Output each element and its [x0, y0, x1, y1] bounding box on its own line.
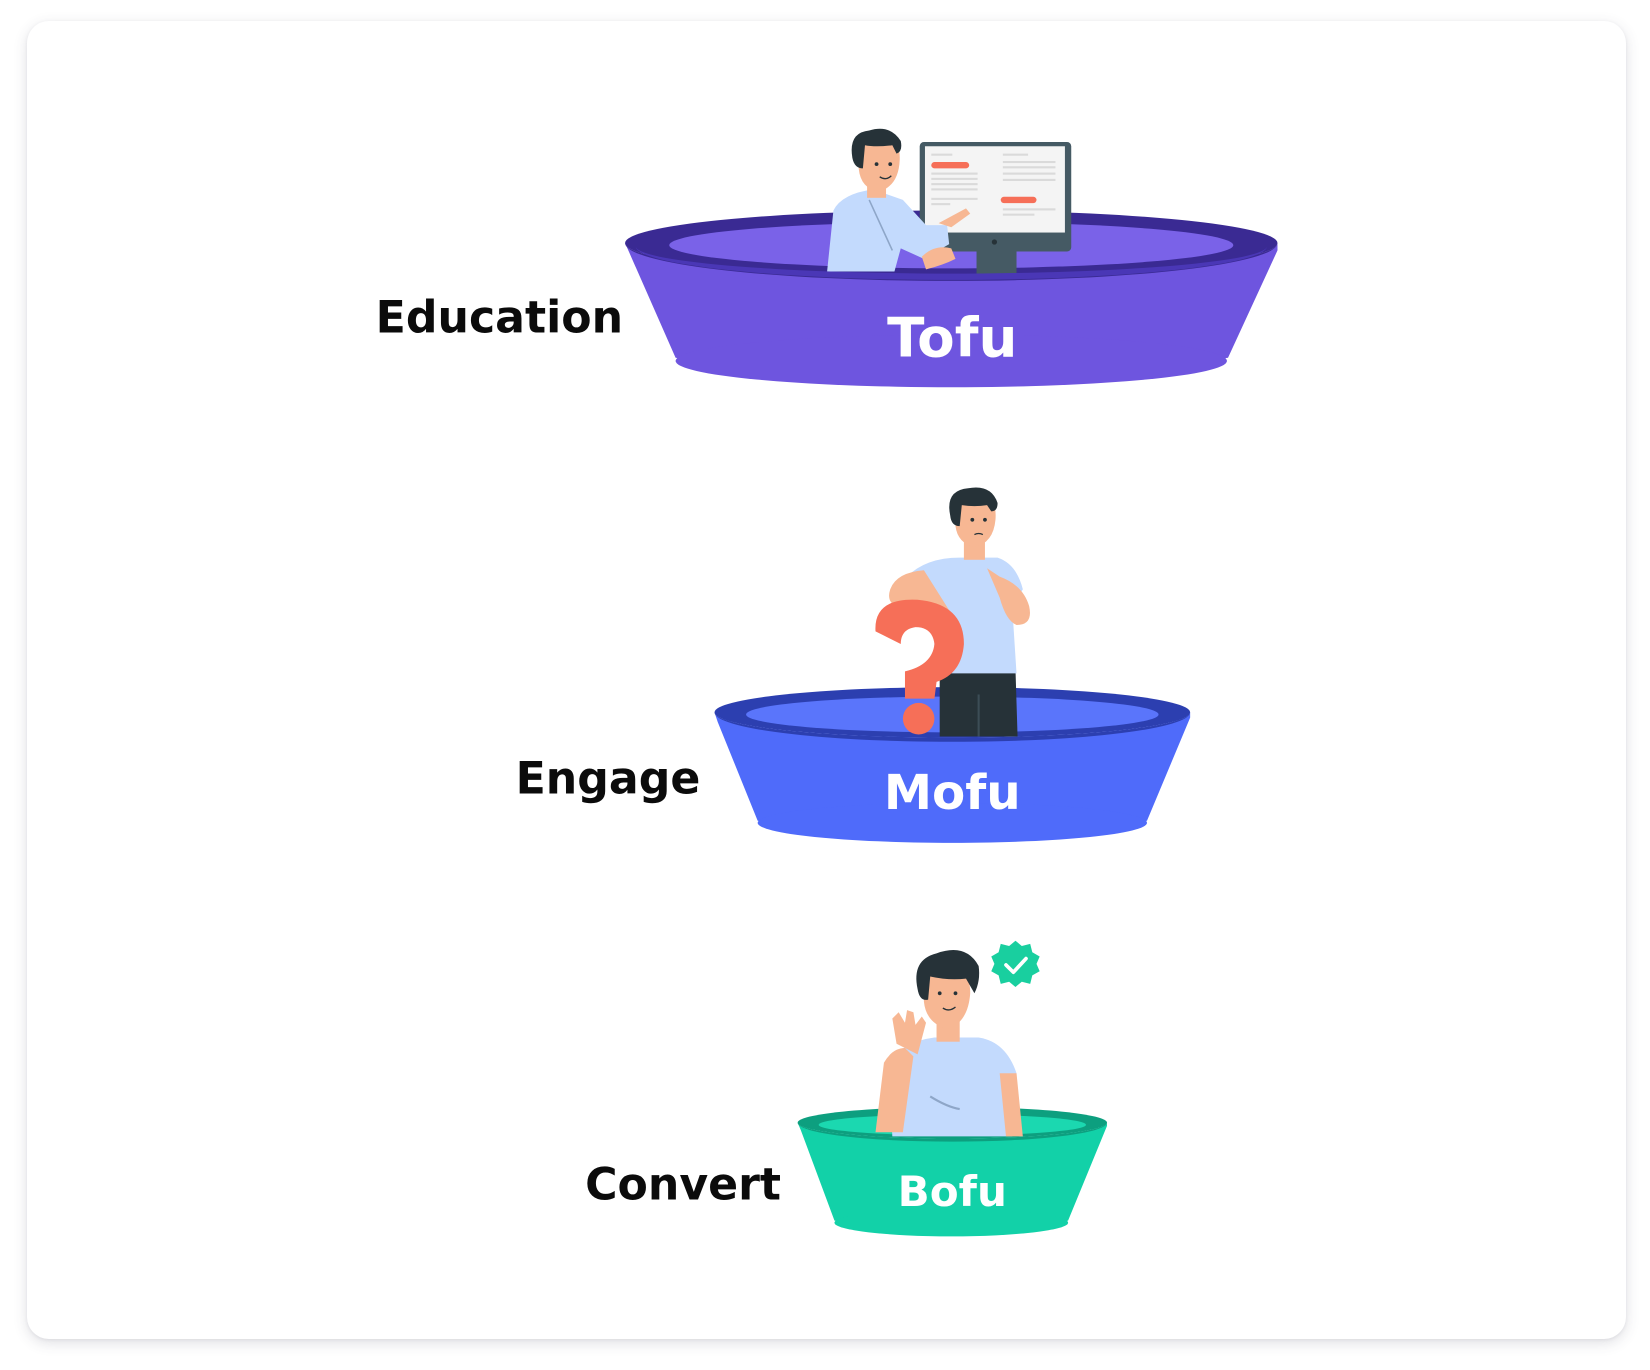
tofu-stage: Tofu Education: [376, 128, 1278, 388]
stage-label-engage: Engage: [516, 753, 701, 804]
stage-label-convert: Convert: [585, 1160, 781, 1211]
person-thinking-illustration: [875, 487, 1030, 737]
tofu-label: Tofu: [887, 306, 1017, 370]
bofu-label: Bofu: [898, 1167, 1007, 1216]
person-at-computer-illustration: [827, 128, 1072, 274]
person-waving-illustration: [875, 940, 1040, 1137]
stage-label-education: Education: [376, 293, 623, 344]
hair: [851, 128, 902, 169]
question-mark-icon: [875, 599, 964, 735]
mofu-stage: Mofu Engage: [516, 487, 1191, 843]
waving-hand: [892, 1010, 927, 1055]
verified-badge-icon: [991, 940, 1040, 987]
mofu-funnel-body: [714, 712, 1191, 838]
check-icon: [1004, 956, 1028, 975]
mofu-label: Mofu: [884, 765, 1021, 821]
bofu-stage: Bofu Convert: [585, 940, 1108, 1237]
bofu-funnel-body: [797, 1122, 1108, 1232]
